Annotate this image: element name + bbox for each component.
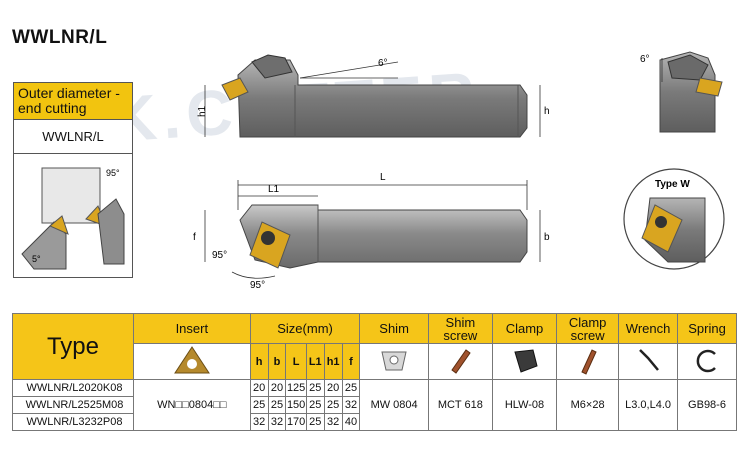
- cell-b: 25: [267, 396, 287, 414]
- type-w-label: Type W: [655, 179, 690, 190]
- clamp-screw-image: [556, 343, 620, 380]
- header-clamp-screw: Clamp screw: [556, 313, 620, 344]
- header-type: Type: [12, 313, 134, 380]
- shim-screw-cell: MCT 618: [427, 379, 493, 431]
- tool-drawing: 6° h1 h 6° L L1 f b 95° 95° Type W: [193, 51, 725, 291]
- insert-cell: WN□□0804□□: [132, 379, 251, 431]
- cell-b: 20: [267, 379, 287, 397]
- spring-cell: GB98-6: [677, 379, 737, 431]
- table-row: WWLNR/L2020K08 WN□□0804□□ 20 20 125 25 2…: [12, 379, 737, 431]
- mini-5-label: 5°: [32, 254, 41, 264]
- table-row: WWLNR/L2525M08 25 25 150 25 25 32: [12, 396, 737, 414]
- col-b: b: [267, 343, 287, 380]
- shim-screw-image: [427, 343, 493, 380]
- model-cell: WWLNR/L2525M08: [12, 396, 134, 414]
- cell-h: 25: [249, 396, 269, 414]
- angle-95-bottom-label: 95°: [250, 280, 265, 291]
- tool-bottom-view: [239, 204, 528, 269]
- cell-h1: 25: [323, 396, 343, 414]
- L-label: L: [380, 172, 386, 183]
- header-shim: Shim: [359, 313, 429, 344]
- cell-h: 32: [249, 413, 269, 431]
- wrench-cell: L3.0,L4.0: [618, 379, 679, 431]
- spring-image: [677, 343, 737, 380]
- b-label: b: [544, 232, 550, 243]
- model-cell: WWLNR/L2020K08: [12, 379, 134, 397]
- cutting-type-label: Outer diameter - end cutting: [14, 83, 132, 120]
- header-insert: Insert: [132, 313, 251, 344]
- cell-b: 32: [267, 413, 287, 431]
- cell-h: 20: [249, 379, 269, 397]
- angle-side-label: 6°: [640, 54, 650, 65]
- clamp-image: [491, 343, 558, 380]
- model-cell: WWLNR/L3232P08: [12, 413, 134, 431]
- header-spring: Spring: [677, 313, 737, 344]
- col-L1: L1: [305, 343, 325, 380]
- mini-diagram: 95° 5°: [14, 154, 132, 277]
- h-label: h: [544, 106, 550, 117]
- f-label: f: [193, 232, 196, 243]
- side-info-box: Outer diameter - end cutting WWLNR/L 95°…: [13, 82, 133, 278]
- col-L: L: [285, 343, 307, 380]
- cell-f: 40: [341, 413, 361, 431]
- cell-L1: 25: [305, 396, 325, 414]
- header-clamp: Clamp: [491, 313, 558, 344]
- cell-L1: 25: [305, 413, 325, 431]
- shim-image: [359, 343, 429, 380]
- cell-f: 32: [341, 396, 361, 414]
- cell-f: 25: [341, 379, 361, 397]
- side-code: WWLNR/L: [14, 120, 132, 154]
- angle-95-left-label: 95°: [212, 250, 227, 261]
- cell-L: 150: [285, 396, 307, 414]
- cell-L1: 25: [305, 379, 325, 397]
- col-h: h: [249, 343, 269, 380]
- h1-label: h1: [197, 105, 208, 117]
- tool-side-view: [659, 51, 723, 133]
- header-size: Size(mm): [249, 313, 361, 344]
- table-row: WWLNR/L3232P08 32 32 170 25 32 40: [12, 413, 737, 431]
- tool-top-view: [221, 54, 528, 138]
- cell-h1: 32: [323, 413, 343, 431]
- shim-cell: MW 0804: [359, 379, 429, 431]
- header-shim-screw: Shim screw: [427, 313, 493, 344]
- page-title: WWLNR/L: [12, 27, 108, 48]
- cell-h1: 20: [323, 379, 343, 397]
- col-f: f: [341, 343, 361, 380]
- cell-L: 170: [285, 413, 307, 431]
- cell-L: 125: [285, 379, 307, 397]
- col-h1: h1: [323, 343, 343, 380]
- L1-label: L1: [268, 184, 280, 195]
- spec-table: Type Insert Size(mm) Shim Shim screw Cla…: [12, 313, 737, 431]
- header-wrench: Wrench: [618, 313, 679, 344]
- mini-95-label: 95°: [106, 168, 120, 178]
- insert-image: [132, 343, 251, 380]
- wrench-image: [618, 343, 679, 380]
- clamp-cell: HLW-08: [491, 379, 558, 431]
- angle-top-label: 6°: [378, 58, 388, 69]
- clamp-screw-cell: M6×28: [556, 379, 620, 431]
